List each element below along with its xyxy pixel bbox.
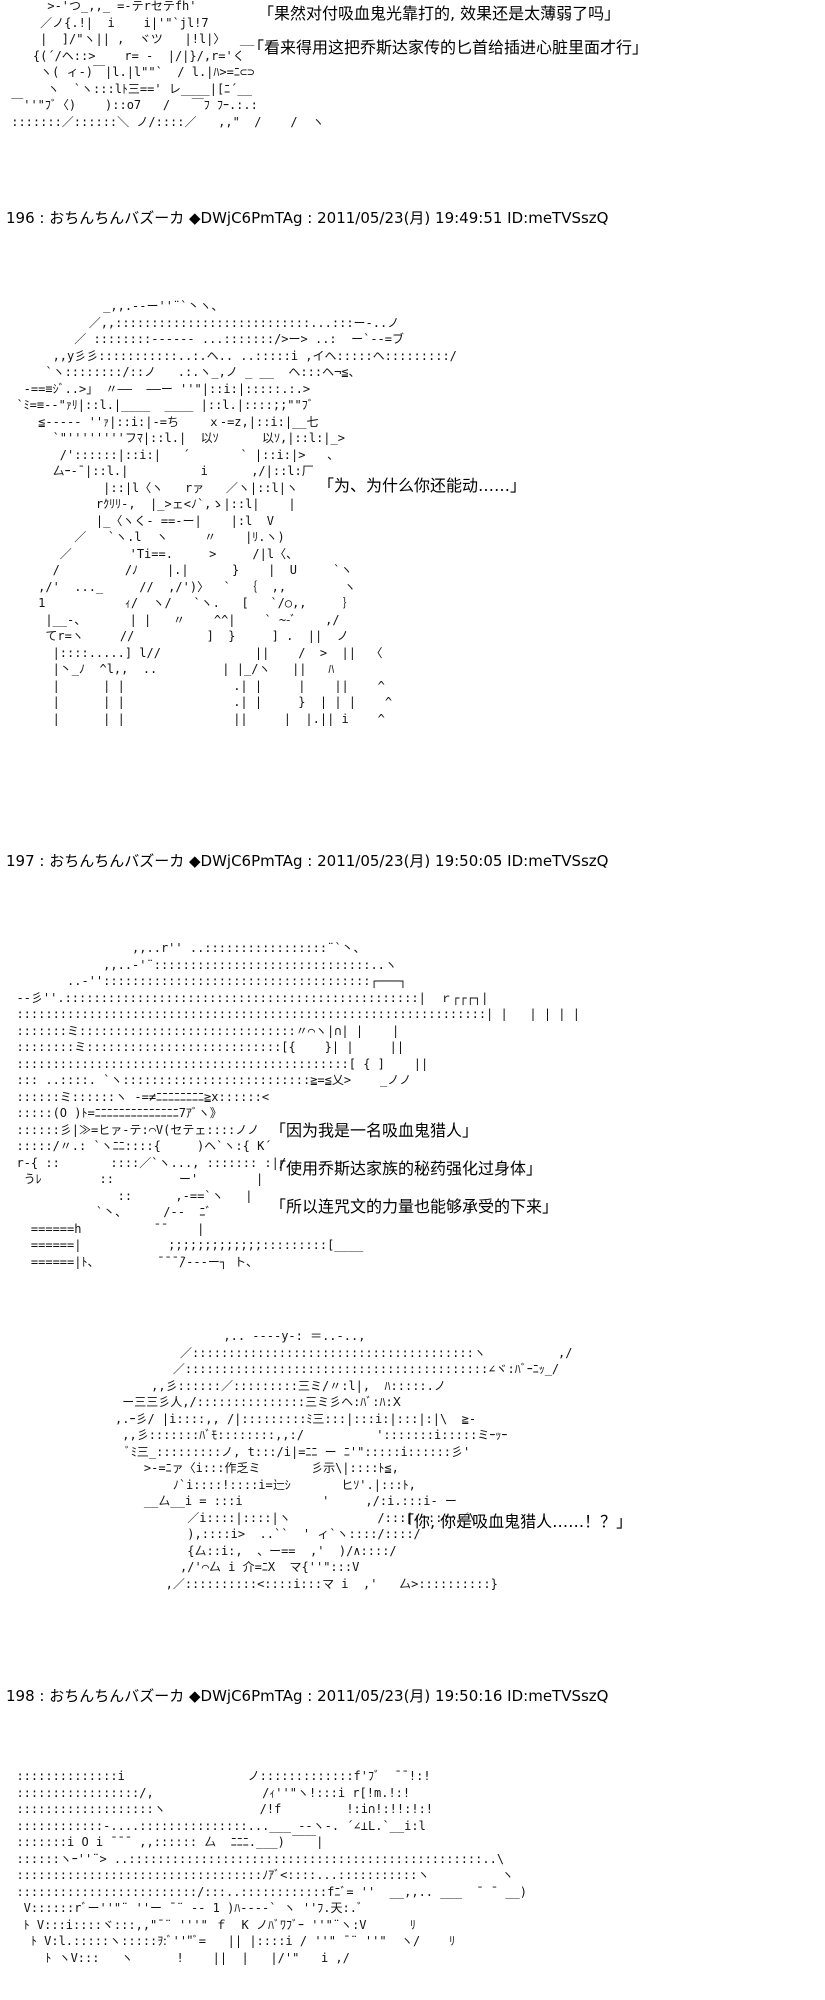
ascii-art-3: ,,..r'' ..:::::::::::::::::¨`丶、 ,,..-'¨:… bbox=[16, 941, 580, 1269]
post-header-197: 197 : おちんちんバズーカ ◆DWjC6PmTAg : 2011/05/23… bbox=[6, 852, 609, 870]
dialogue-line-3: 「为、为什么你还能动……」 bbox=[318, 476, 527, 495]
dialogue-line-4: 「因为我是一名吸血鬼猎人」 bbox=[270, 1121, 479, 1140]
dialogue-line-6: 「所以连咒文的力量也能够承受的下来」 bbox=[270, 1197, 559, 1216]
dialogue-line-5: 「使用乔斯达家族的秘药强化过身体」 bbox=[270, 1159, 543, 1178]
ascii-art-4: ,.. -‐‐‐y-: ＝..-.., ／:::::::::::::::::::… bbox=[115, 1329, 573, 1591]
dialogue-line-1: 「果然对付吸血鬼光靠打的, 效果还是太薄弱了吗」 bbox=[258, 4, 621, 23]
ascii-art-1: >-'つ_,,_ =-テrセテfh' ／ノ{.!| i i|'"`jl!7 | … bbox=[11, 0, 325, 129]
post-header-198: 198 : おちんちんバズーカ ◆DWjC6PmTAg : 2011/05/23… bbox=[6, 1687, 609, 1705]
dialogue-line-2: 「看来得用这把乔斯达家传的匕首给插进心脏里面才行」 bbox=[248, 38, 649, 57]
ascii-art-5: ::::::::::::::i ノ:::::::::::::f'ﾌﾞ ̄ ̄ !… bbox=[16, 1769, 527, 1965]
dialogue-line-7: 「你, 你是吸血鬼猎人……！？」 bbox=[398, 1512, 633, 1531]
post-header-196: 196 : おちんちんバズーカ ◆DWjC6PmTAg : 2011/05/23… bbox=[6, 209, 609, 227]
ascii-art-2: _,,.-‐ー''¨`丶ヽ、 ／,,::::::::::::::::::::::… bbox=[16, 299, 457, 726]
